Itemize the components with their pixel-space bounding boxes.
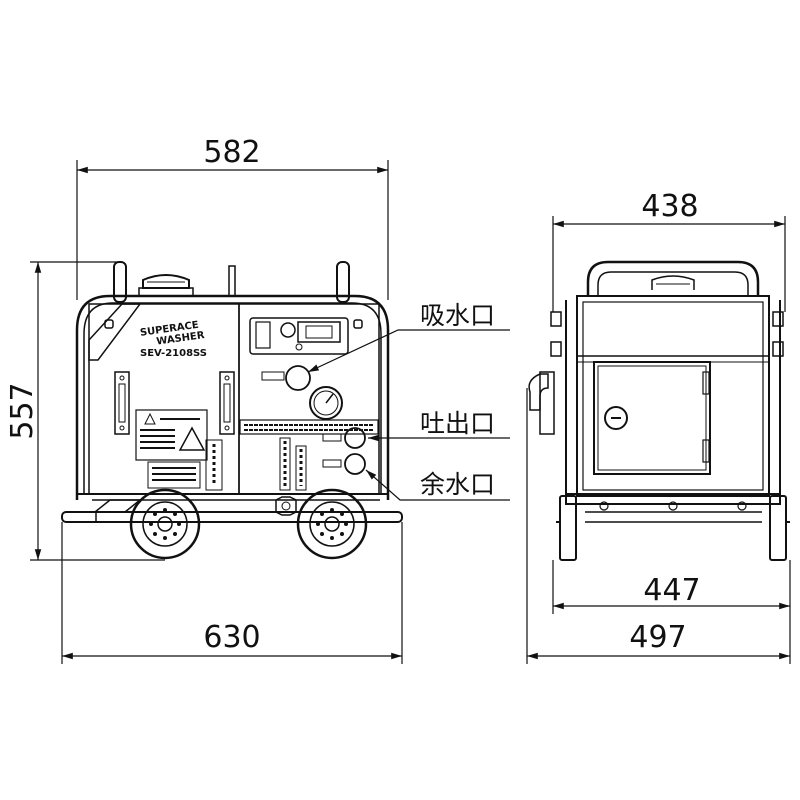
brand-logo: SUPERACE WASHER <box>139 320 205 348</box>
model-name: SEV-2108SS <box>140 348 207 359</box>
dim-front-width-bottom: 630 <box>203 620 260 655</box>
dim-side-width-top: 438 <box>641 189 698 224</box>
front-view: SUPERACE WASHER SEV-2108SS <box>61 261 403 560</box>
front-wheel-right <box>296 488 368 560</box>
dim-front-width-top: 582 <box>203 135 260 170</box>
dim-side-width-bottom: 497 <box>629 620 686 655</box>
front-wheel-left <box>129 488 201 560</box>
callout-bypass-port: 余水口 <box>420 470 495 499</box>
callout-suction-port: 吸水口 <box>420 301 495 330</box>
dim-front-height: 557 <box>5 382 40 439</box>
callout-discharge-port: 吐出口 <box>420 409 495 438</box>
callout-leaders <box>307 329 510 501</box>
side-view <box>528 260 790 561</box>
dimension-lines <box>30 160 791 664</box>
dim-side-width-mid: 447 <box>643 573 700 608</box>
